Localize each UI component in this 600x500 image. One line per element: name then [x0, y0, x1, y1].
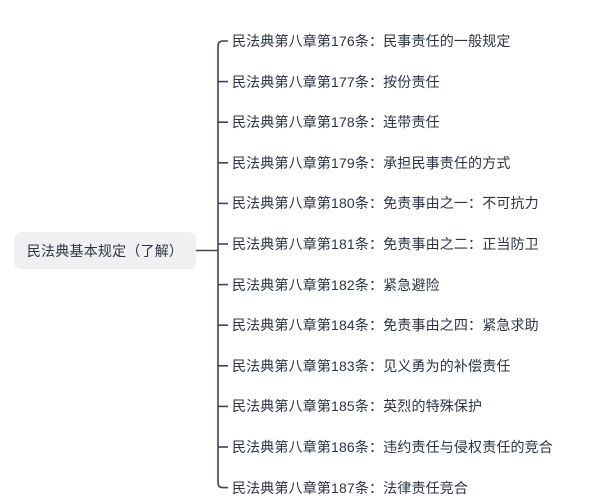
- mindmap-branch-label: 民法典第八章第185条：英烈的特殊保护: [232, 398, 483, 415]
- mindmap-branch-label: 民法典第八章第187条：法律责任竞合: [232, 479, 469, 496]
- mindmap-branch-label: 民法典第八章第179条：承担民事责任的方式: [232, 154, 511, 171]
- mindmap-branch-item[interactable]: 民法典第八章第178条：连带责任: [232, 112, 440, 132]
- mindmap-branch-item[interactable]: 民法典第八章第176条：民事责任的一般规定: [232, 31, 511, 51]
- mindmap-branch-label: 民法典第八章第186条：违约责任与侵权责任的竞合: [232, 439, 553, 455]
- mindmap-branch-item[interactable]: 民法典第八章第184条：免责事由之四：紧急求助: [232, 315, 539, 335]
- mindmap-branch-item[interactable]: 民法典第八章第185条：英烈的特殊保护: [232, 396, 482, 416]
- mindmap-branch-item[interactable]: 民法典第八章第179条：承担民事责任的方式: [232, 153, 511, 173]
- mindmap-branch-item[interactable]: 民法典第八章第182条：紧急避险: [232, 275, 440, 295]
- mindmap-branch-item[interactable]: 民法典第八章第186条：违约责任与侵权责任的竞合: [232, 437, 553, 457]
- mindmap-branch-label: 民法典第八章第180条：免责事由之一：不可抗力: [232, 195, 539, 212]
- mindmap-branch-item[interactable]: 民法典第八章第180条：免责事由之一：不可抗力: [232, 193, 539, 213]
- mindmap-branch-label: 民法典第八章第184条：免责事由之四：紧急求助: [232, 317, 539, 334]
- mindmap-branch-label: 民法典第八章第177条：按份责任: [232, 73, 440, 90]
- mindmap-branch-item[interactable]: 民法典第八章第177条：按份责任: [232, 72, 440, 92]
- mindmap-root-label: 民法典基本规定（了解）: [26, 242, 184, 259]
- mindmap-branch-label: 民法典第八章第182条：紧急避险: [232, 276, 440, 293]
- mindmap-branch-label: 民法典第八章第183条：见义勇为的补偿责任: [232, 357, 511, 374]
- mindmap-branch-label: 民法典第八章第178条：连带责任: [232, 114, 440, 131]
- mindmap-branch-item[interactable]: 民法典第八章第183条：见义勇为的补偿责任: [232, 356, 511, 376]
- mindmap-branch-item[interactable]: 民法典第八章第181条：免责事由之二：正当防卫: [232, 234, 539, 254]
- mindmap-root-node[interactable]: 民法典基本规定（了解）: [14, 232, 196, 269]
- mindmap-branch-item[interactable]: 民法典第八章第187条：法律责任竞合: [232, 478, 468, 498]
- mindmap-branch-label: 民法典第八章第181条：免责事由之二：正当防卫: [232, 236, 539, 252]
- mindmap-branch-label: 民法典第八章第176条：民事责任的一般规定: [232, 33, 511, 49]
